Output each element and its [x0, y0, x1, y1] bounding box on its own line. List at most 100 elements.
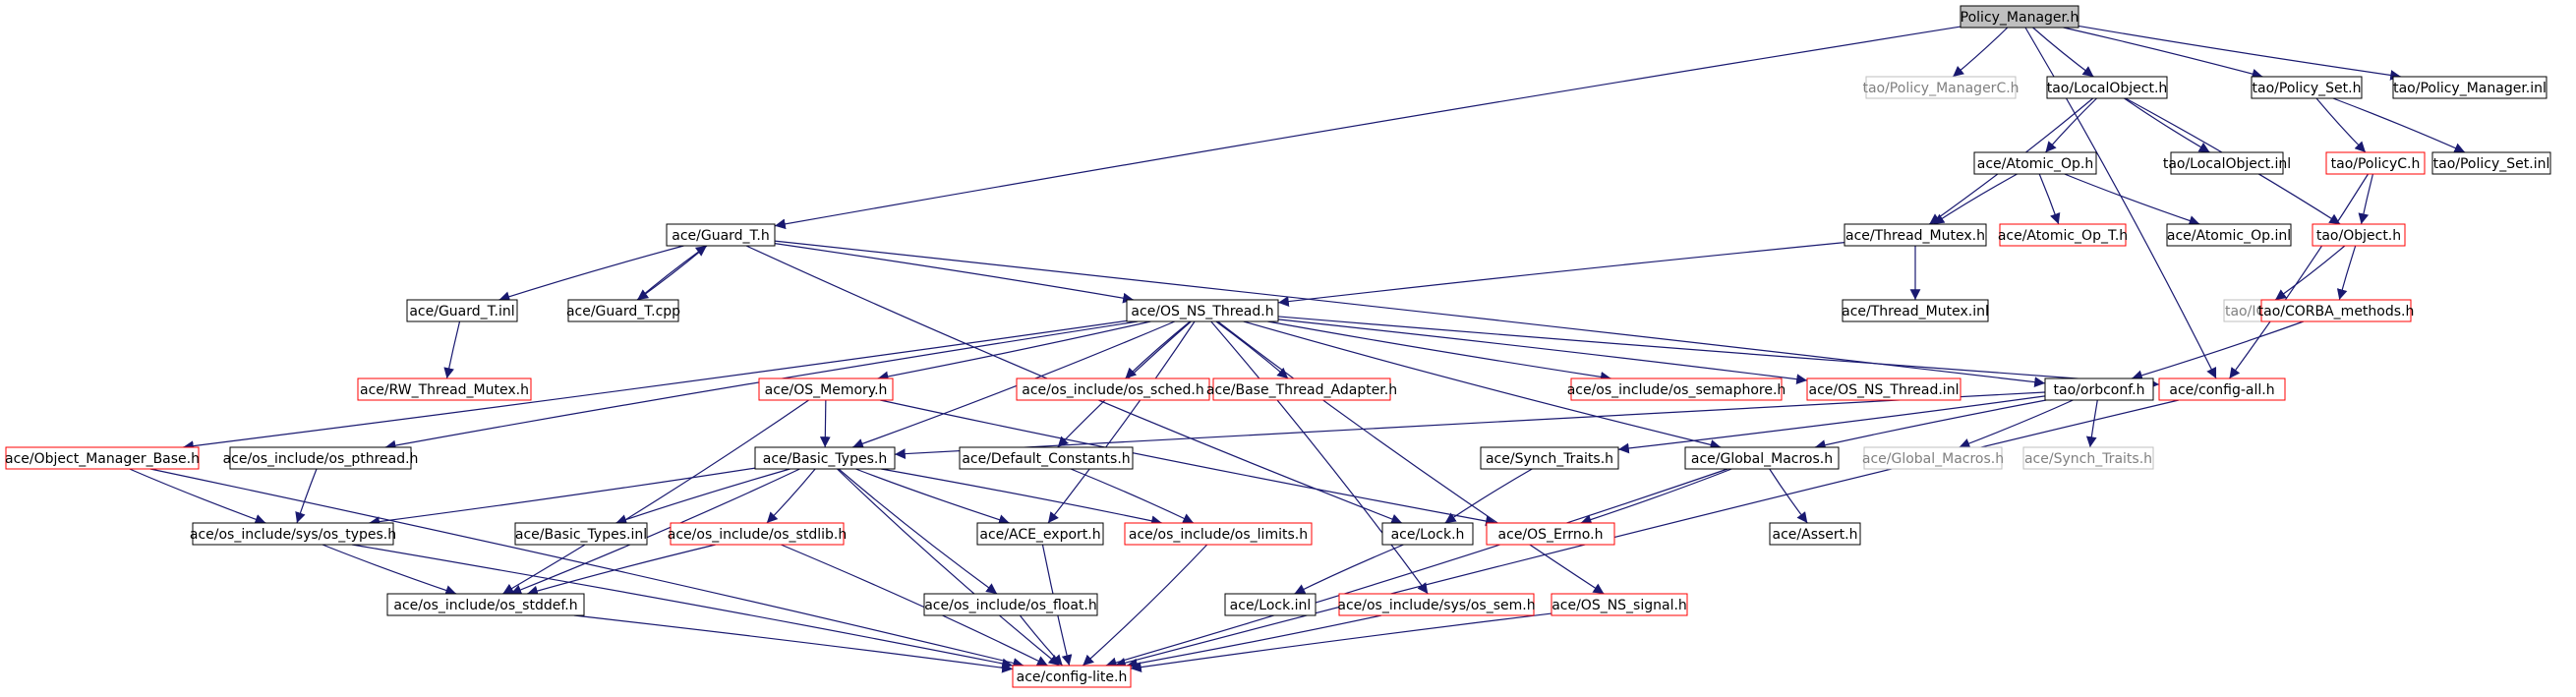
- file-node[interactable]: ace/Base_Thread_Adapter.h: [1206, 378, 1397, 401]
- file-node[interactable]: ace/ACE_export.h: [976, 522, 1104, 546]
- file-node[interactable]: ace/Lock.inl: [1224, 593, 1317, 616]
- node-label: tao/Policy_Manager.inl: [2393, 81, 2547, 96]
- file-node[interactable]: tao/Policy_Set.inl: [2431, 151, 2551, 175]
- file-node[interactable]: tao/CORBA_methods.h: [2258, 299, 2415, 322]
- file-node[interactable]: ace/os_include/sys/os_types.h: [190, 522, 396, 546]
- dependency-edge: [443, 320, 461, 379]
- file-node[interactable]: ace/Thread_Mutex.h: [1844, 223, 1987, 247]
- file-node[interactable]: ace/RW_Thread_Mutex.h: [357, 378, 532, 401]
- file-node[interactable]: tao/orbconf.h: [2044, 378, 2154, 401]
- file-node[interactable]: ace/Default_Constants.h: [959, 446, 1134, 470]
- file-node[interactable]: ace/Atomic_Op.h: [1973, 151, 2097, 175]
- file-node[interactable]: ace/Basic_Types.h: [754, 446, 896, 470]
- dependency-edge: [819, 399, 831, 448]
- node-box: [2022, 446, 2154, 470]
- file-node[interactable]: ace/os_include/os_sched.h: [1016, 378, 1210, 401]
- file-node[interactable]: tao/Policy_Manager.inl: [2392, 76, 2547, 99]
- file-node[interactable]: tao/LocalObject.inl: [2163, 151, 2291, 175]
- node-label: ace/Thread_Mutex.inl: [1842, 304, 1989, 319]
- file-node[interactable]: ace/Synch_Traits.h: [2022, 446, 2154, 470]
- dependency-edge: [1769, 468, 1808, 524]
- dependency-edge: [2332, 97, 2466, 153]
- dependency-edge: [1215, 320, 1289, 379]
- dependency-edge: [2063, 27, 2263, 80]
- node-label: ace/ACE_export.h: [979, 527, 1100, 543]
- dependency-edge: [1933, 173, 2018, 225]
- file-node[interactable]: ace/config-all.h: [2158, 378, 2286, 401]
- dependency-edge: [2064, 173, 2200, 226]
- file-node[interactable]: ace/Atomic_Op_T.h: [1998, 223, 2128, 247]
- node-box: [1480, 446, 1619, 470]
- file-node[interactable]: ace/OS_NS_signal.h: [1551, 593, 1688, 616]
- file-node[interactable]: ace/Basic_Types.inl: [514, 522, 648, 546]
- file-node[interactable]: ace/os_include/os_pthread.h: [223, 446, 419, 470]
- dependency-edge: [2038, 173, 2061, 225]
- file-node[interactable]: tao/Policy_Set.h: [2251, 76, 2363, 99]
- file-node[interactable]: tao/Object.h: [2312, 223, 2406, 247]
- node-label: ace/Default_Constants.h: [962, 451, 1130, 467]
- file-node[interactable]: ace/os_include/os_semaphore.h: [1567, 378, 1786, 401]
- node-box: [923, 593, 1098, 616]
- dependency-edge: [881, 468, 1162, 527]
- node-label: ace/Basic_Types.inl: [515, 527, 647, 543]
- node-box: [357, 378, 532, 401]
- dependency-edge: [1267, 320, 1611, 382]
- file-node[interactable]: ace/Lock.h: [1381, 522, 1474, 546]
- node-label: ace/Global_Macros.h: [1862, 451, 2004, 467]
- dependency-edge: [527, 544, 716, 597]
- dependency-edge: [1277, 319, 1808, 385]
- node-label: ace/Global_Macros.h: [1691, 451, 1833, 467]
- dependency-edge: [2044, 97, 2097, 153]
- file-node[interactable]: ace/OS_Errno.h: [1486, 522, 1615, 546]
- file-node[interactable]: ace/config-lite.h: [1012, 665, 1132, 688]
- dependency-edge: [1130, 612, 1552, 672]
- dependency-edge: [2228, 173, 2370, 379]
- file-node[interactable]: tao/LocalObject.h: [2046, 76, 2168, 99]
- node-label: ace/os_include/os_stddef.h: [393, 598, 577, 613]
- node-label: ace/Guard_T.cpp: [566, 304, 680, 319]
- file-node[interactable]: ace/OS_NS_Thread.h: [1126, 299, 1279, 322]
- file-node[interactable]: ace/Global_Macros.h: [1862, 446, 2004, 470]
- file-node[interactable]: ace/Assert.h: [1769, 522, 1861, 546]
- node-label: ace/config-lite.h: [1017, 669, 1128, 685]
- file-node[interactable]: ace/os_include/os_limits.h: [1124, 522, 1313, 546]
- node-box: [754, 446, 896, 470]
- node-box: [1126, 299, 1279, 322]
- node-label: ace/Object_Manager_Base.h: [5, 451, 200, 467]
- file-node[interactable]: tao/PolicyC.h: [2325, 151, 2426, 175]
- file-node[interactable]: ace/os_include/sys/os_sem.h: [1337, 593, 1536, 616]
- file-node[interactable]: ace/Guard_T.cpp: [566, 299, 680, 322]
- dependency-edge: [2315, 97, 2367, 153]
- file-node[interactable]: ace/Global_Macros.h: [1684, 446, 1840, 470]
- dependency-edge: [837, 468, 1060, 667]
- file-node[interactable]: ace/Atomic_Op.inl: [2166, 223, 2292, 247]
- node-box: [2260, 299, 2412, 322]
- file-node[interactable]: ace/Guard_T.inl: [406, 299, 518, 322]
- node-box: [1806, 378, 1961, 401]
- file-node[interactable]: ace/os_include/os_stdlib.h: [668, 522, 847, 546]
- node-label: ace/Guard_T.h: [672, 228, 770, 244]
- node-box: [229, 446, 412, 470]
- node-label: ace/os_include/os_pthread.h: [223, 451, 419, 467]
- edge-layer: [129, 25, 2466, 673]
- dependency-edge: [129, 468, 266, 525]
- file-node[interactable]: ace/os_include/os_stddef.h: [386, 593, 585, 616]
- file-node[interactable]: tao/Policy_ManagerC.h: [1862, 76, 2020, 99]
- dependency-edge: [636, 245, 708, 301]
- file-node[interactable]: ace/Object_Manager_Base.h: [5, 446, 200, 470]
- dependency-edge: [369, 467, 756, 527]
- file-node[interactable]: ace/Guard_T.h: [666, 223, 776, 247]
- node-label: ace/Base_Thread_Adapter.h: [1206, 382, 1397, 398]
- dependency-edge: [2124, 97, 2210, 153]
- file-node[interactable]: ace/OS_NS_Thread.inl: [1806, 378, 1961, 401]
- dependency-edge: [774, 26, 1961, 230]
- file-node[interactable]: ace/Thread_Mutex.inl: [1842, 299, 1989, 322]
- node-box: [959, 446, 1134, 470]
- node-box: [1381, 522, 1474, 546]
- file-node[interactable]: ace/os_include/os_float.h: [923, 593, 1098, 616]
- file-node[interactable]: ace/OS_Memory.h: [758, 378, 894, 401]
- dependency-edge: [894, 391, 2046, 460]
- file-node[interactable]: ace/Synch_Traits.h: [1480, 446, 1619, 470]
- node-box: [386, 593, 585, 616]
